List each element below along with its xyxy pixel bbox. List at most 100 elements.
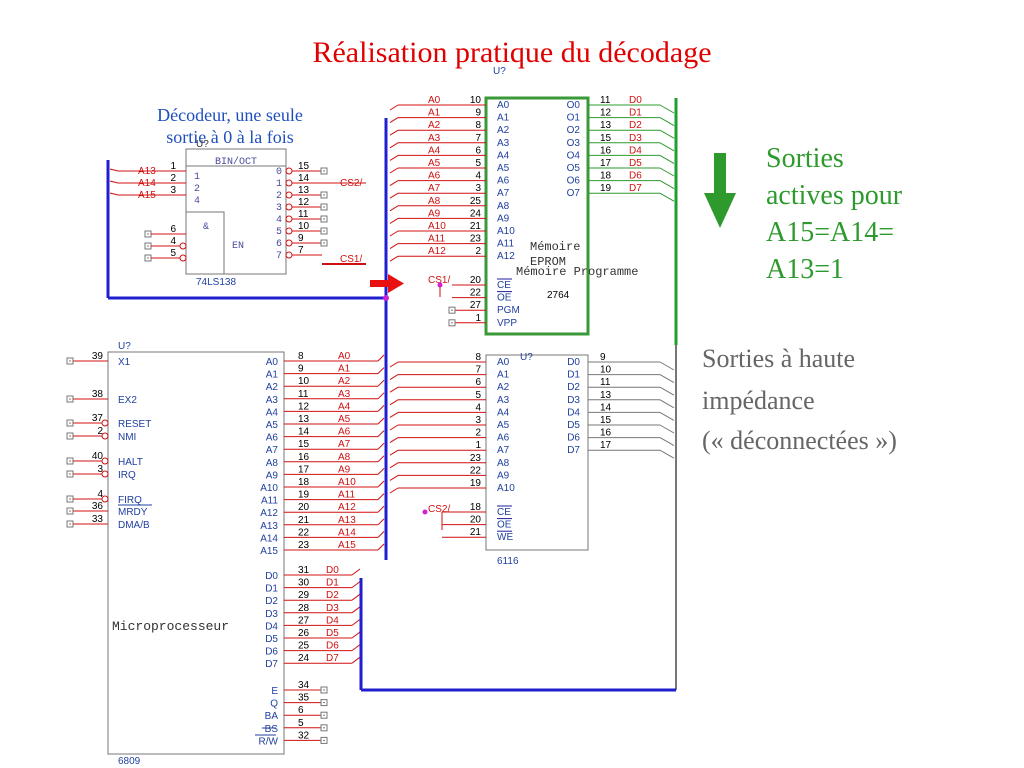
decoder-en-label: EN xyxy=(232,241,244,252)
inversion-bubble xyxy=(101,470,109,478)
cpu-left-pin: 36 xyxy=(92,501,104,512)
bus-entry xyxy=(377,493,385,500)
eprom-addr-pin: 8 xyxy=(475,120,481,131)
decoder-output-num: 1 xyxy=(276,179,282,190)
eprom-data-signal: D7 xyxy=(629,183,642,194)
ram-ctrl-name: CE xyxy=(497,507,511,518)
eprom-addr-signal: A0 xyxy=(428,95,441,106)
cpu-addr-pin: 8 xyxy=(298,351,304,362)
cpu-left-name: NMI xyxy=(118,432,136,443)
data-bus-entry xyxy=(659,142,675,152)
cpu-ctrl-name: BS xyxy=(265,724,279,735)
cpu-data-name: D5 xyxy=(265,634,278,645)
ram-addr-pin: 1 xyxy=(475,440,481,451)
ram-data-pin: 10 xyxy=(600,365,612,376)
eprom-addr-name: A2 xyxy=(497,125,510,136)
decoder-and-symbol: & xyxy=(203,222,209,233)
cpu-addr-signal: A2 xyxy=(338,376,351,387)
ram-chip xyxy=(485,354,589,551)
decoder-output-num: 4 xyxy=(276,215,282,226)
eprom-ctrl-pin: 1 xyxy=(475,313,481,324)
data-bus-entry xyxy=(659,449,675,459)
ram-data-name: D5 xyxy=(567,420,580,431)
ram-ref: U? xyxy=(520,352,533,363)
cpu-addr-signal: A5 xyxy=(338,414,351,425)
cpu-addr-signal: A13 xyxy=(338,515,356,526)
bus-entry xyxy=(377,455,385,463)
cpu-left-name: HALT xyxy=(118,457,143,468)
inversion-bubble xyxy=(179,254,187,262)
eprom-name: Mémoire xyxy=(530,240,580,254)
ram-data-pin: 15 xyxy=(600,415,612,426)
green-arrow-head xyxy=(704,193,736,228)
bus-entry xyxy=(389,255,399,262)
eprom-addr-signal: A8 xyxy=(428,196,441,207)
cpu-data-signal: D3 xyxy=(326,603,339,614)
cpu-ctrl-pin: 35 xyxy=(298,693,310,704)
active-note-line: A15=A14= xyxy=(766,217,895,248)
bus-entry xyxy=(389,424,399,431)
data-bus-entry xyxy=(659,192,675,202)
eprom-data-name: O5 xyxy=(567,163,581,174)
data-bus-entry xyxy=(659,374,675,384)
ram-part: 6116 xyxy=(497,556,519,567)
cpu-ctrl-pin: 32 xyxy=(298,730,310,741)
page-title: Réalisation pratique du décodage xyxy=(312,36,712,69)
junction-dot xyxy=(437,282,443,288)
cpu-addr-pin: 14 xyxy=(298,427,310,438)
cpu-data-pin: 29 xyxy=(298,590,310,601)
bus-entry xyxy=(377,505,385,513)
ram-addr-name: A3 xyxy=(497,395,510,406)
inversion-bubble xyxy=(285,239,293,247)
cpu-left-pin: 2 xyxy=(97,426,103,437)
cpu-data-signal: D5 xyxy=(326,628,339,639)
bus-entry xyxy=(389,399,399,406)
eprom-data-pin: 13 xyxy=(600,120,612,131)
eprom-addr-name: A5 xyxy=(497,163,510,174)
cpu-addr-name: A13 xyxy=(260,521,278,532)
eprom-data-pin: 16 xyxy=(600,145,612,156)
cpu-data-pin: 27 xyxy=(298,615,310,626)
cpu-addr-pin: 11 xyxy=(298,389,309,400)
ram-ctrl-name: WE xyxy=(497,532,513,543)
data-bus-entry xyxy=(659,104,675,114)
bus-entry xyxy=(109,168,119,172)
enable-pin: 5 xyxy=(170,248,176,259)
eprom-addr-name: A1 xyxy=(497,113,510,124)
bus-entry xyxy=(377,417,385,425)
cpu-addr-pin: 9 xyxy=(298,364,304,375)
ram-data-name: D2 xyxy=(567,382,580,393)
eprom-addr-signal: A11 xyxy=(428,234,445,245)
cpu-addr-pin: 18 xyxy=(298,477,310,488)
eprom-ctrl-name: VPP xyxy=(497,318,517,329)
eprom-addr-pin: 25 xyxy=(470,196,482,207)
cpu-addr-name: A10 xyxy=(260,483,278,494)
cpu-left-name: MRDY xyxy=(118,507,148,518)
data-bus-entry xyxy=(659,424,675,434)
bus-entry xyxy=(389,104,399,111)
cpu-data-name: D2 xyxy=(265,596,278,607)
bus-entry xyxy=(389,449,399,456)
active-outputs-note: Sorties actives pour A15=A14= A13=1 xyxy=(766,140,1016,288)
bus-entry xyxy=(377,468,385,475)
cpu-addr-name: A15 xyxy=(260,546,278,557)
cpu-data-name: D3 xyxy=(265,609,278,620)
cpu-data-pin: 25 xyxy=(298,641,310,652)
decoder-output-num: 6 xyxy=(276,239,282,250)
eprom-ctrl-pin: 20 xyxy=(470,275,482,286)
inversion-bubble xyxy=(285,251,293,259)
cpu-addr-pin: 13 xyxy=(298,414,310,425)
eprom-addr-pin: 2 xyxy=(475,246,481,257)
cpu-addr-signal: A0 xyxy=(338,351,351,362)
bus-entry xyxy=(377,531,385,538)
decoder-sel-label: 4 xyxy=(194,196,200,207)
eprom-data-pin: 12 xyxy=(600,108,612,119)
bus-entry xyxy=(389,474,399,481)
eprom-data-pin: 19 xyxy=(600,183,612,194)
bus-entry xyxy=(377,354,385,362)
bus-entry xyxy=(389,217,399,224)
bus-entry xyxy=(351,593,361,601)
ram-addr-pin: 7 xyxy=(475,365,481,376)
inversion-bubble xyxy=(101,419,109,427)
